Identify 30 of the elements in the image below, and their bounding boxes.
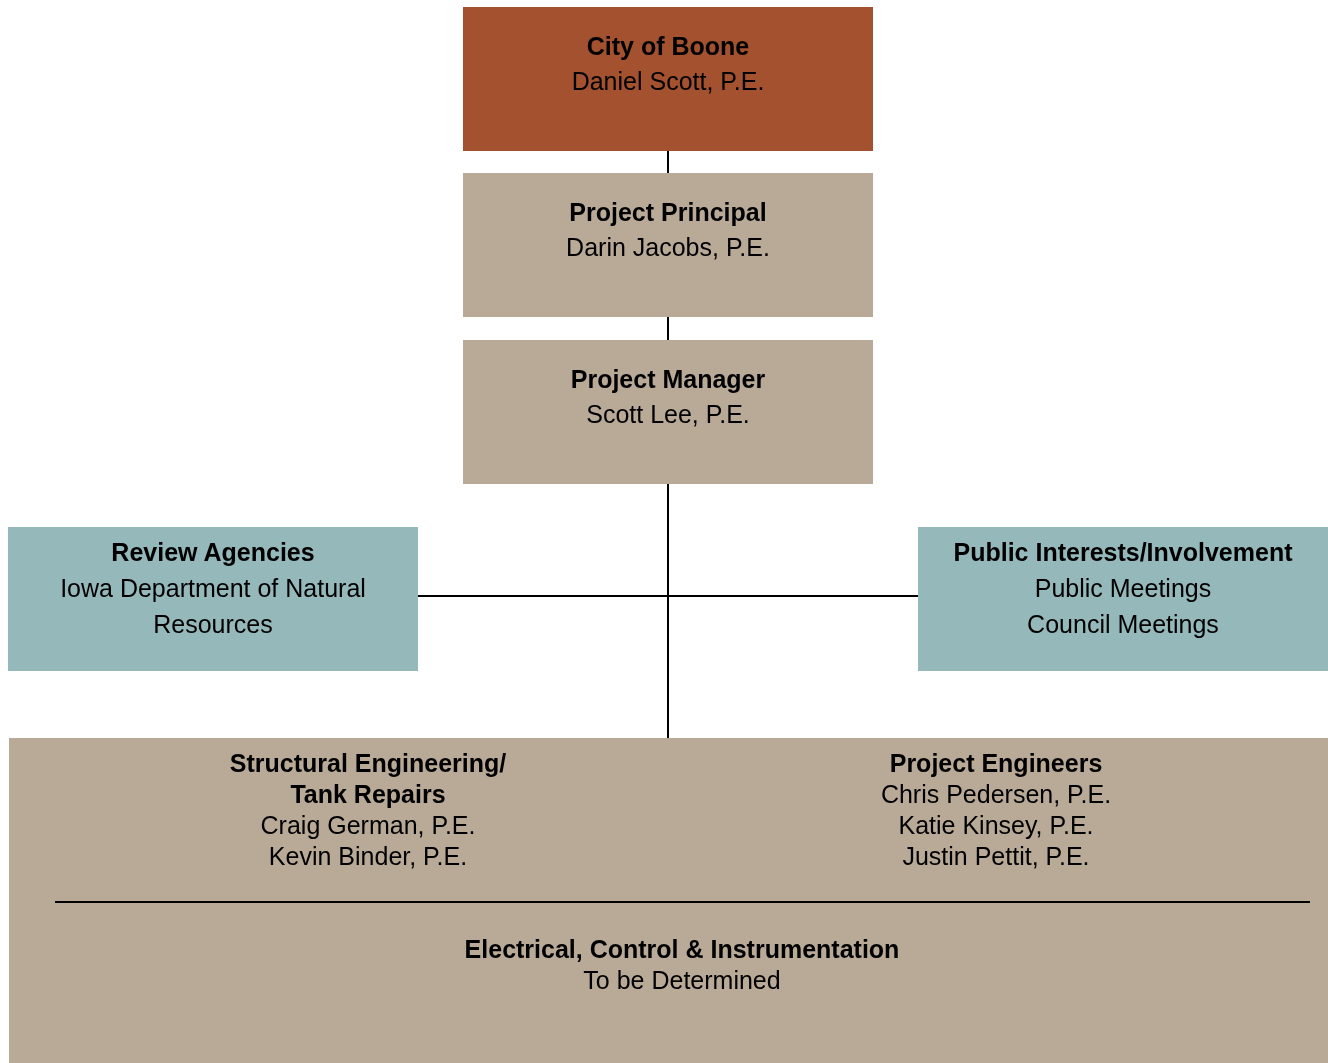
box-heading: Project Manager bbox=[570, 364, 766, 395]
box-heading: City of Boone bbox=[586, 31, 750, 62]
staff-name: Chris Pedersen, P.E. bbox=[880, 779, 1112, 810]
connector-line bbox=[667, 316, 669, 341]
connector-line bbox=[667, 150, 669, 174]
box-heading: Review Agencies bbox=[111, 537, 315, 568]
org-box bbox=[463, 340, 873, 484]
box-text: Iowa Department of Natural Resources bbox=[59, 573, 367, 640]
box-text: Daniel Scott, P.E. bbox=[571, 66, 765, 97]
box-text: Darin Jacobs, P.E. bbox=[566, 232, 770, 263]
connector-line bbox=[417, 595, 919, 597]
box-text: Scott Lee, P.E. bbox=[586, 399, 750, 430]
box-heading: Public Interests/Involvement bbox=[953, 537, 1293, 568]
section-heading: Structural Engineering/ Tank Repairs bbox=[228, 748, 508, 810]
org-box bbox=[918, 527, 1328, 671]
team-panel bbox=[9, 738, 1328, 1063]
box-heading: Project Principal bbox=[569, 197, 767, 228]
staff-name: To be Determined bbox=[583, 965, 781, 996]
org-box bbox=[8, 527, 418, 671]
org-box bbox=[463, 7, 873, 151]
box-text: Council Meetings bbox=[1027, 609, 1219, 640]
staff-name: Katie Kinsey, P.E. bbox=[898, 810, 1094, 841]
connector-line bbox=[667, 483, 669, 739]
box-text: Public Meetings bbox=[1034, 573, 1212, 604]
staff-name: Craig German, P.E. bbox=[260, 810, 476, 841]
staff-name: Justin Pettit, P.E. bbox=[902, 841, 1090, 872]
staff-name: Kevin Binder, P.E. bbox=[268, 841, 468, 872]
section-heading: Electrical, Control & Instrumentation bbox=[464, 934, 900, 965]
section-heading: Project Engineers bbox=[889, 748, 1103, 779]
org-box bbox=[463, 173, 873, 317]
